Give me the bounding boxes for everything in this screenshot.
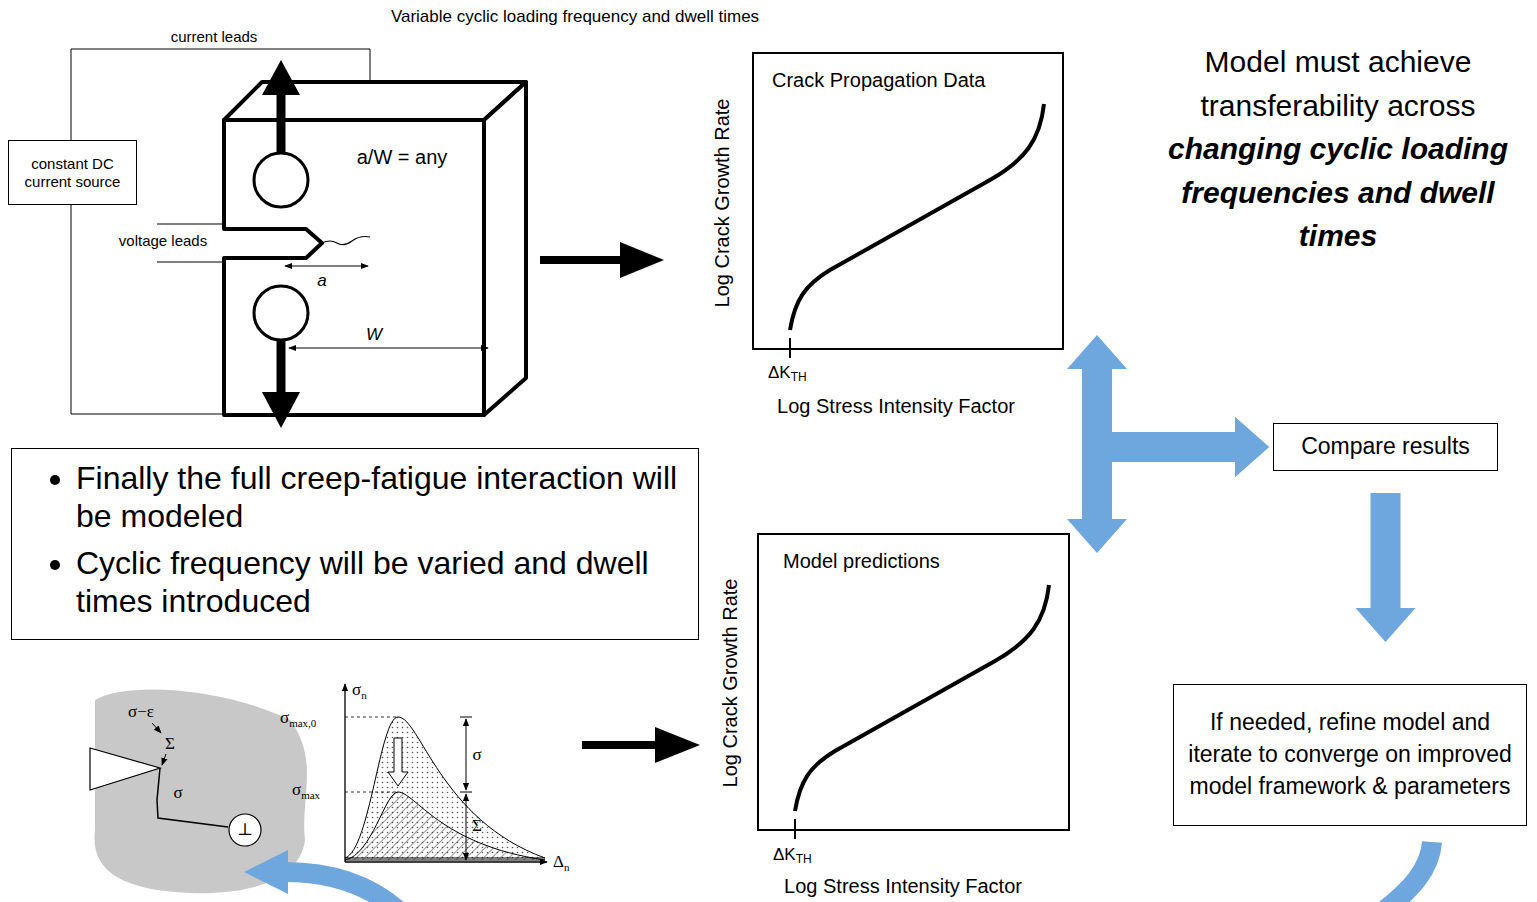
iteration-arrow bbox=[285, 872, 400, 902]
traction-separation-plot bbox=[345, 861, 547, 862]
growth-curve bbox=[790, 104, 1044, 330]
growth-curve bbox=[794, 819, 796, 839]
text-label: ΔK bbox=[768, 363, 791, 383]
text-label: σ bbox=[280, 708, 289, 728]
text-label: a bbox=[317, 271, 326, 291]
text-label: σ bbox=[173, 783, 182, 803]
text-label: max bbox=[301, 789, 320, 802]
compact-tension-specimen bbox=[224, 120, 484, 415]
traction-separation-plot bbox=[466, 719, 467, 790]
box-text: Compare results bbox=[1284, 433, 1487, 461]
text-label: σ−ε bbox=[128, 702, 154, 722]
crack-tip-sketch bbox=[90, 690, 307, 894]
text-label: max,0 bbox=[289, 717, 316, 730]
process-box: Compare results bbox=[1273, 423, 1498, 471]
compact-tension-specimen bbox=[254, 286, 308, 340]
traction-separation-plot bbox=[345, 792, 545, 860]
process-arrow bbox=[655, 727, 700, 763]
traction-separation-plot bbox=[466, 794, 467, 860]
box-text: Model predictions bbox=[783, 549, 1044, 573]
traction-separation-plot bbox=[345, 792, 396, 793]
growth-curve bbox=[795, 585, 1049, 811]
process-arrow bbox=[540, 256, 628, 264]
load-arrow bbox=[262, 60, 300, 95]
dimension-line bbox=[285, 266, 488, 348]
text-label: Δ bbox=[553, 852, 564, 872]
text-label: Log Crack Growth Rate bbox=[719, 579, 742, 788]
text-label: Log Stress Intensity Factor bbox=[784, 875, 1022, 898]
compact-tension-specimen bbox=[484, 82, 526, 415]
compact-tension-specimen bbox=[322, 237, 370, 245]
text-label: TH bbox=[796, 853, 812, 867]
process-box: If needed, refine model and iterate to c… bbox=[1173, 684, 1527, 826]
text-label: current leads bbox=[171, 28, 258, 45]
load-arrow bbox=[262, 60, 300, 428]
iteration-arrow bbox=[1385, 842, 1432, 902]
load-arrow bbox=[262, 392, 300, 428]
growth-curve bbox=[789, 338, 791, 358]
process-arrow bbox=[620, 242, 664, 278]
crack-tip-sketch bbox=[162, 754, 166, 765]
traction-separation-plot bbox=[388, 738, 408, 786]
lead-wire bbox=[157, 262, 224, 263]
growth-curve bbox=[790, 104, 1049, 839]
text-label: Log Stress Intensity Factor bbox=[777, 395, 1015, 418]
box-text: constant DC current source bbox=[15, 155, 130, 191]
text-label: n bbox=[564, 861, 570, 874]
text-label: voltage leads bbox=[119, 232, 207, 249]
lead-wire bbox=[157, 224, 224, 225]
iteration-arrow bbox=[244, 850, 288, 894]
crack-tip-sketch bbox=[152, 723, 161, 733]
text-label: changing cyclic loading frequencies and … bbox=[1144, 127, 1532, 258]
crack-tip-sketch bbox=[157, 768, 228, 827]
note-box: Finally the full creep-fatigue interacti… bbox=[11, 448, 699, 640]
load-arrow bbox=[277, 92, 286, 153]
diagram-title: Variable cyclic loading frequency and dw… bbox=[391, 7, 759, 27]
text-label: Model must achieve transferability acros… bbox=[1144, 40, 1532, 127]
flow-arrow bbox=[1097, 447, 1235, 519]
text-label: ⊥ bbox=[237, 820, 253, 840]
text-label: Σ bbox=[472, 816, 482, 836]
compact-tension-specimen bbox=[254, 153, 308, 207]
crack-tip-sketch bbox=[229, 814, 261, 846]
crack-tip-sketch bbox=[94, 690, 306, 894]
traction-separation-plot bbox=[345, 717, 396, 718]
chart-frame: Crack Propagation Data bbox=[752, 52, 1064, 350]
dimension-line bbox=[285, 266, 368, 267]
text-label: ΔK bbox=[773, 845, 796, 865]
load-arrow bbox=[277, 340, 286, 395]
bullet-item: Cyclic frequency will be varied and dwel… bbox=[76, 544, 678, 621]
traction-separation-plot bbox=[460, 792, 472, 793]
compact-tension-specimen bbox=[224, 82, 526, 415]
text-label: W bbox=[366, 325, 382, 345]
text-label: σ bbox=[352, 680, 361, 700]
text-label: n bbox=[361, 689, 367, 702]
traction-separation-plot bbox=[344, 684, 345, 862]
dimension-line bbox=[289, 348, 488, 349]
box-text: If needed, refine model and iterate to c… bbox=[1188, 707, 1512, 802]
text-label: TH bbox=[791, 371, 807, 385]
source-box: constant DC current source bbox=[8, 140, 137, 205]
iteration-arrow bbox=[244, 842, 1432, 902]
text-label: σ bbox=[292, 780, 301, 800]
bullet-item: Finally the full creep-fatigue interacti… bbox=[76, 459, 678, 536]
traction-separation-plot bbox=[345, 684, 547, 862]
text-label: Log Crack Growth Rate bbox=[711, 99, 734, 308]
process-arrow bbox=[582, 741, 662, 749]
text-label: σ bbox=[472, 745, 481, 765]
crack-tip-sketch bbox=[90, 748, 160, 790]
text-label: Σ bbox=[165, 734, 175, 754]
chart-frame: Model predictions bbox=[757, 533, 1070, 831]
traction-separation-plot bbox=[460, 717, 472, 718]
text-label: a/W = any bbox=[357, 146, 448, 169]
box-text: Crack Propagation Data bbox=[772, 68, 1044, 92]
flow-arrow bbox=[1371, 493, 1401, 608]
